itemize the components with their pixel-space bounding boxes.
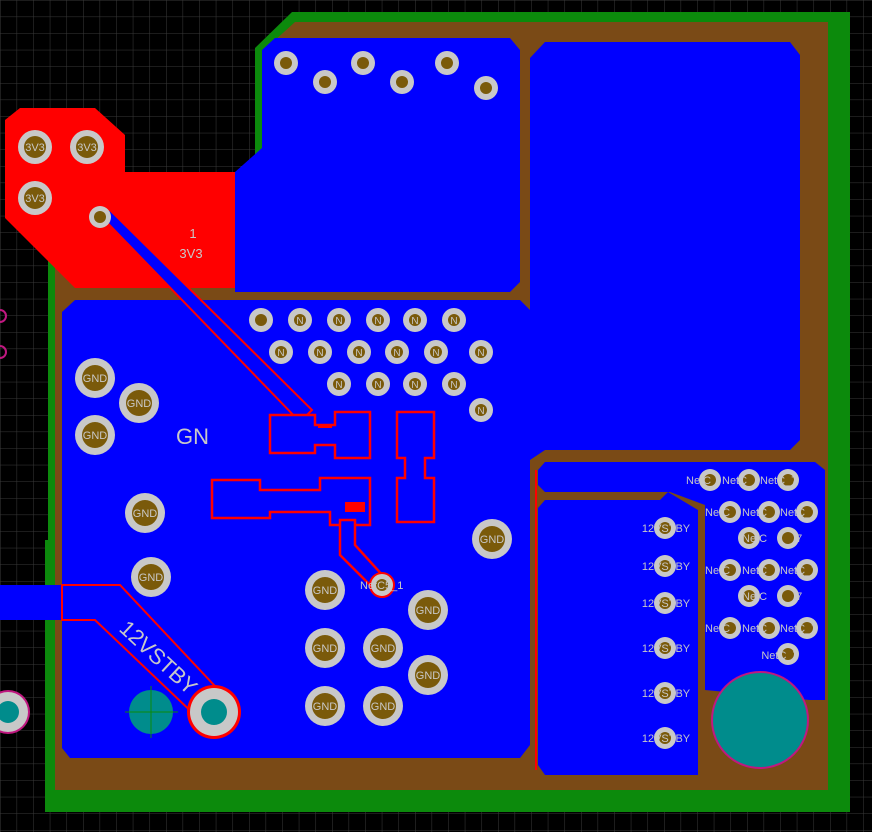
pad-label: 12VSTBY (642, 643, 691, 655)
netc-label: NetC (742, 565, 767, 577)
pads-3v3[interactable] (18, 130, 111, 228)
pad-label: 3V3 (25, 142, 45, 154)
netc-label: NetC_7 (780, 565, 817, 577)
pad-label: GND (480, 534, 505, 546)
net-label-netc7: NetC_7 (761, 650, 798, 662)
via-label: N (450, 380, 457, 391)
pad-label: GND (371, 643, 396, 655)
net-label-3v3: 3V3 (179, 246, 202, 261)
pad-label: 12VSTBY (642, 561, 691, 573)
pad-label: GND (83, 373, 108, 385)
pad-label: GND (127, 398, 152, 410)
via-label: N (374, 316, 381, 327)
via-icon (0, 309, 7, 323)
copper-pour-3v3[interactable] (5, 108, 235, 288)
pad-designator: 1 (189, 226, 196, 241)
pads-12vstby-column[interactable] (654, 517, 676, 749)
pad-label: 12VSTBY (642, 598, 691, 610)
via-label: N (277, 348, 284, 359)
net-label-gnd: GN (176, 424, 209, 449)
via-label: N (296, 316, 303, 327)
pad-label: GND (313, 701, 338, 713)
via-array[interactable] (249, 308, 493, 422)
pad-label: GND (83, 430, 108, 442)
via-label: N (477, 348, 484, 359)
via-label: N (374, 380, 381, 391)
netc-label: _7 (789, 533, 802, 545)
netc-label: NetC (742, 533, 767, 545)
copper-pour-top-right[interactable] (530, 42, 800, 460)
pad-label: 12VSTBY (642, 733, 691, 745)
pad-label: GND (313, 585, 338, 597)
netc-label: NetC_7 (760, 475, 797, 487)
pad-label: GND (416, 670, 441, 682)
pad-label: GND (371, 701, 396, 713)
net-label-netc5-1: NetC5_1 (360, 580, 403, 592)
pad-label: 3V3 (77, 142, 97, 154)
netc-label: NetC (705, 507, 730, 519)
netc-label: NetC_7 (780, 623, 817, 635)
pad-label: 12VSTBY (642, 688, 691, 700)
pad-label: 3V3 (25, 193, 45, 205)
copper-pour-netc7[interactable] (538, 462, 825, 700)
pad-label: 12VSTBY (642, 523, 691, 535)
via-label: N (411, 380, 418, 391)
netc-label: NetC (742, 507, 767, 519)
via-label: N (335, 380, 342, 391)
via-label: N (432, 348, 439, 359)
netc-label: NetC (705, 565, 730, 577)
via-label: N (393, 348, 400, 359)
netc-label: NetC_7 (780, 507, 817, 519)
netc-label: NetC (742, 623, 767, 635)
pads-gnd[interactable] (75, 358, 512, 726)
pad-label: GND (416, 605, 441, 617)
via-label: N (477, 406, 484, 417)
pad-label: GND (139, 572, 164, 584)
via-label: N (450, 316, 457, 327)
netc-label: NetC (686, 475, 711, 487)
netc-label: NetC (722, 475, 747, 487)
netc-label: _7 (789, 591, 802, 603)
pad-label: GND (133, 508, 158, 520)
netc-label: NetC (742, 591, 767, 603)
pads-top[interactable] (274, 51, 498, 100)
pads-12vstby-connector[interactable] (0, 685, 241, 739)
via-label: N (355, 348, 362, 359)
via-label: N (411, 316, 418, 327)
pad-label: GND (313, 643, 338, 655)
copper-pour-top-left[interactable] (235, 38, 520, 292)
via-label: N (335, 316, 342, 327)
ic-footprint[interactable] (210, 410, 436, 592)
via-label: N (316, 348, 323, 359)
pads-netc7[interactable] (699, 469, 818, 665)
netc-label: NetC (705, 623, 730, 635)
